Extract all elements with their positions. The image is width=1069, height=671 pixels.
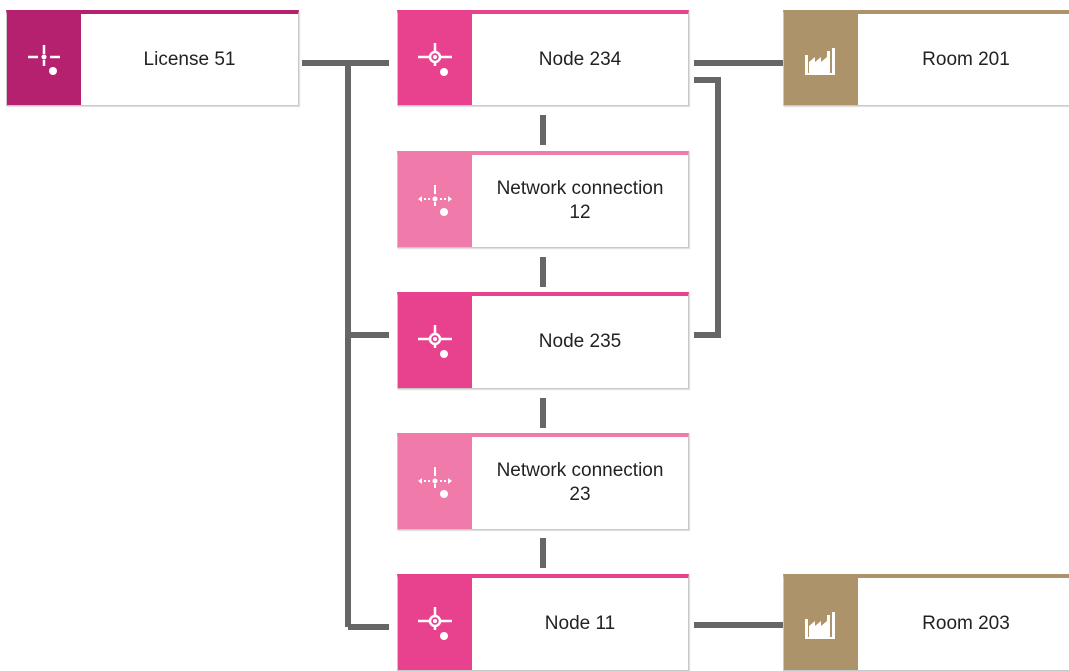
network-connection-23-label: Network connection 23 — [472, 437, 688, 529]
network-connection-icon — [418, 185, 452, 216]
network-connection-23-text-line2: 23 — [569, 484, 591, 505]
room-203-label: Room 203 — [858, 578, 1069, 670]
factory-icon-box — [784, 14, 858, 105]
connector-node235-node234 — [694, 77, 721, 338]
node-234-label: Node 234 — [472, 14, 688, 105]
node-235-text: Node 235 — [538, 331, 622, 352]
license-icon-box — [7, 14, 81, 105]
license-51-text: License 51 — [143, 48, 236, 70]
room-201-text: Room 201 — [922, 48, 1010, 70]
node-icon — [418, 607, 452, 640]
room-203-box[interactable]: Room 203 — [783, 574, 1069, 671]
node-234-text: Node 234 — [538, 48, 622, 70]
node-icon — [418, 325, 452, 358]
network-connection-12-box[interactable]: Network connection 12 — [397, 151, 689, 248]
factory-icon — [805, 612, 835, 639]
node-icon-box — [398, 578, 472, 670]
network-connection-icon-box — [398, 437, 472, 529]
room-203-text: Room 203 — [922, 613, 1010, 634]
network-connection-12-text-line2: 12 — [569, 202, 591, 223]
node-11-text: Node 11 — [544, 613, 616, 634]
license-51-label: License 51 — [81, 14, 298, 105]
node-235-label: Node 235 — [472, 296, 688, 388]
node-11-box[interactable]: Node 11 — [397, 574, 689, 671]
node-234-box[interactable]: Node 234 — [397, 10, 689, 106]
network-connection-23-text-line1: Network connection — [496, 460, 664, 481]
license-51-box[interactable]: License 51 — [6, 10, 299, 106]
node-235-box[interactable]: Node 235 — [397, 292, 689, 389]
network-connection-12-label: Network connection 12 — [472, 155, 688, 247]
network-connection-23-box[interactable]: Network connection 23 — [397, 433, 689, 530]
node-icon — [418, 42, 452, 76]
room-201-box[interactable]: Room 201 — [783, 10, 1069, 106]
node-icon-box — [398, 296, 472, 388]
license-icon — [28, 44, 60, 75]
room-201-label: Room 201 — [858, 14, 1069, 105]
factory-icon — [805, 47, 835, 75]
network-connection-icon-box — [398, 155, 472, 247]
network-connection-12-text-line1: Network connection — [496, 178, 664, 199]
node-11-label: Node 11 — [472, 578, 688, 670]
network-connection-icon — [418, 467, 452, 498]
node-icon-box — [398, 14, 472, 105]
factory-icon-box — [784, 578, 858, 670]
connector-license-to-nodes — [302, 60, 389, 630]
